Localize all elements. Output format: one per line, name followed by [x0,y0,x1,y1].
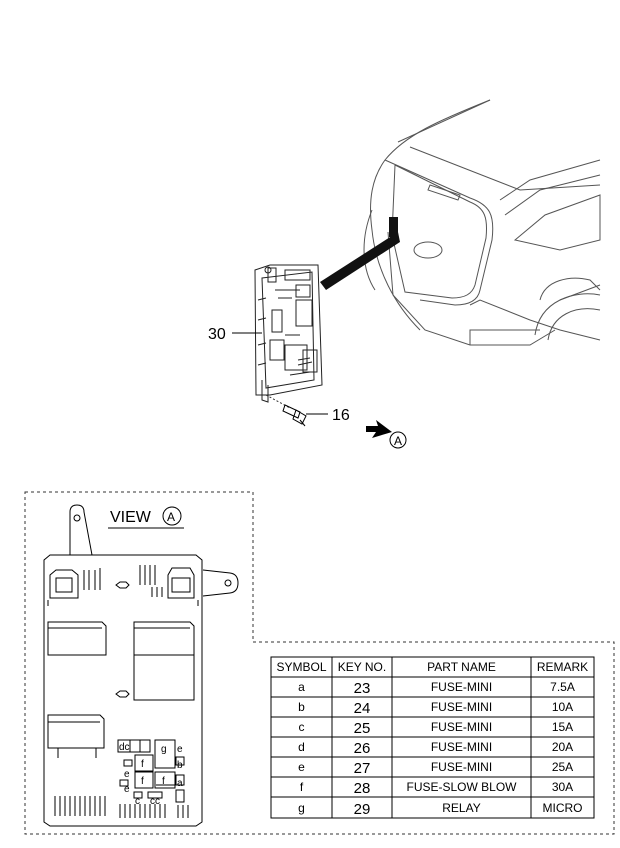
slot-label-e-mid: e [124,769,130,780]
table-cell-part: FUSE-MINI [431,720,492,734]
table-cell-symbol: b [298,700,305,714]
mount-location-marker [389,217,398,237]
view-frame-dashed [24,491,615,835]
slot-label-f-1: f [141,759,144,770]
table-cell-symbol: c [299,720,305,734]
slot-label-f-3: f [162,776,165,787]
table-cell-key: 27 [354,760,371,777]
slot-label-b: b [177,760,183,771]
table-cell-key: 25 [354,720,371,737]
view-label-letter: A [167,510,175,524]
slot-label-c: c [135,796,140,807]
slot-label-e-top: e [177,744,183,755]
table-cell-part: FUSE-MINI [431,700,492,714]
table-cell-key: 28 [354,780,371,797]
table-cell-remark: MICRO [543,801,583,815]
table-header-key: KEY NO. [338,660,386,674]
table-cell-key: 24 [354,700,371,717]
table-cell-part: RELAY [442,801,480,815]
table-cell-symbol: f [300,780,304,794]
table-cell-part: FUSE-MINI [431,680,492,694]
table-cell-part: FUSE-SLOW BLOW [406,780,517,794]
table-cell-part: FUSE-MINI [431,740,492,754]
table-cell-symbol: g [298,801,305,815]
mount-leader-dashed [265,394,291,409]
view-label: VIEW [110,509,152,526]
table-cell-remark: 15A [552,720,573,734]
slot-label-f-2: f [141,776,144,787]
table-cell-remark: 7.5A [550,680,575,694]
slot-label-a: a [177,778,183,789]
slot-label-g: g [161,744,167,755]
table-cell-key: 23 [354,680,371,697]
table-cell-remark: 30A [552,780,573,794]
bolt-icon [282,404,307,427]
view-direction-arrow [366,420,392,438]
table-cell-key: 26 [354,740,371,757]
view-label-circle [162,506,182,526]
fuse-box-layout [43,504,239,827]
table-cell-part: FUSE-MINI [431,760,492,774]
table-cell-symbol: e [298,760,305,774]
table-cell-remark: 25A [552,760,573,774]
table-cell-remark: 10A [552,700,573,714]
table-header-symbol: SYMBOL [276,660,326,674]
bolt-callout: 16 [332,407,350,424]
table-header-remark: REMARK [537,660,588,674]
location-pointer [320,232,400,290]
view-arrow-circle [389,431,407,449]
view-arrow-letter: A [394,434,402,448]
table-header-part: PART NAME [427,660,496,674]
parts-table: SYMBOL KEY NO. PART NAME REMARK a 23 FUS… [270,656,595,819]
module-callout: 30 [208,326,226,343]
table-cell-symbol: d [298,740,305,754]
fuse-module-illustration [254,264,323,403]
table-cell-remark: 20A [552,740,573,754]
slot-label-cc: cc [150,796,160,807]
vehicle-rear-illustration [363,99,601,346]
table-cell-symbol: a [298,680,305,694]
slot-label-e-low: e [124,784,130,795]
table-cell-key: 29 [354,801,371,818]
slot-label-dc: dc [119,742,130,753]
